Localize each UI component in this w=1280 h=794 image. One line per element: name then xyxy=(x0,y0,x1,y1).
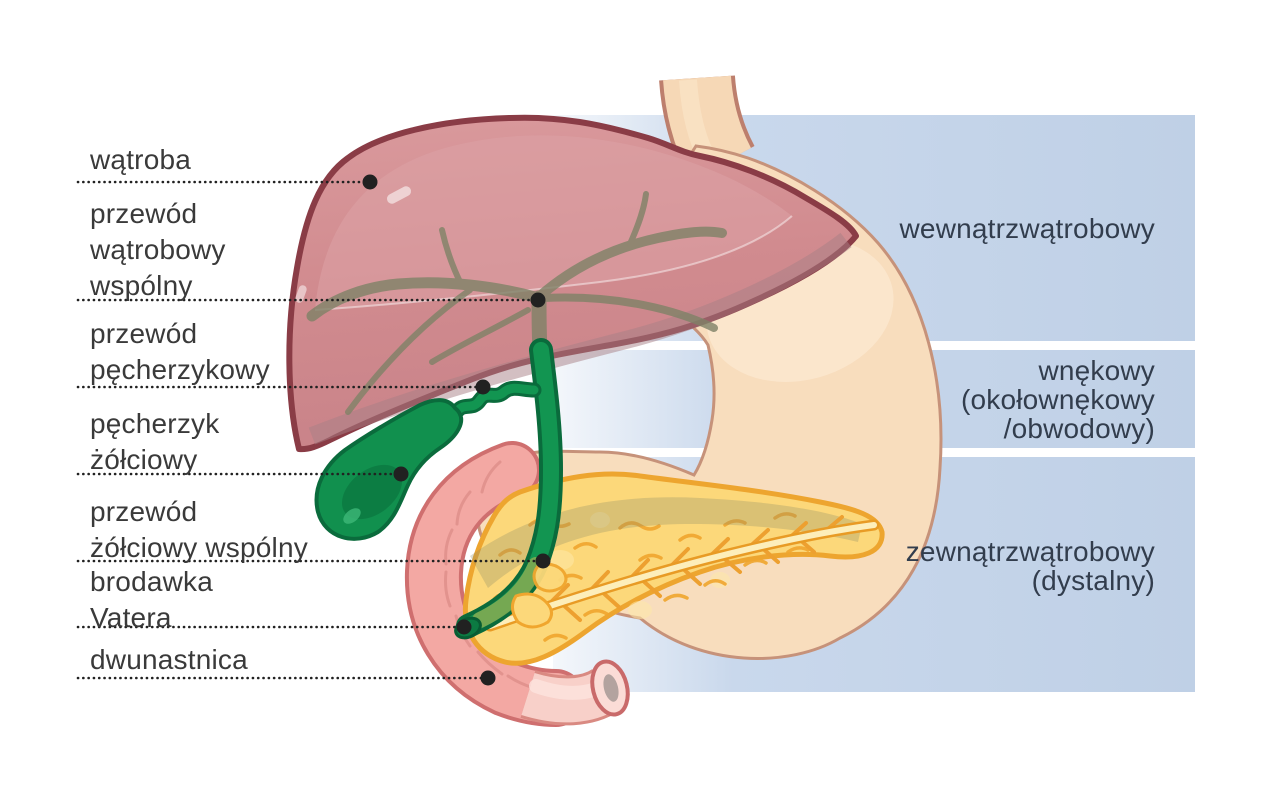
liver-glint xyxy=(386,186,412,204)
pancreas xyxy=(462,471,885,666)
gallbladder-shade xyxy=(341,464,403,520)
label-pecherzyk-zolciowy: pęcherzyk żółciowy xyxy=(90,408,220,475)
label-dwunastnica: dwunastnica xyxy=(90,644,248,675)
duodenum-wall xyxy=(408,445,581,723)
label-watroba: wątroba xyxy=(90,144,192,175)
liver-sheen xyxy=(315,135,792,310)
band-label-wnekowy: wnękowy (okołownękowy /obwodowy) xyxy=(960,355,1155,444)
bile-ducts xyxy=(314,338,564,638)
label-przewod-pecherzykowy: przewód pęcherzykowy xyxy=(90,318,270,385)
liver-inferior-margin xyxy=(308,232,852,445)
gallbladder-highlight xyxy=(343,508,361,524)
liver-glint xyxy=(295,285,307,303)
leader-dots xyxy=(362,174,551,686)
liver-sheen-line xyxy=(314,215,793,311)
pancreatic-duct xyxy=(484,515,880,632)
band-label-wewnatrzwatrobowy: wewnątrzwątrobowy xyxy=(899,213,1155,244)
leader-lines xyxy=(76,180,545,680)
label-przewod-zolciowy-wspolny: przewód żółciowy wspólny xyxy=(90,496,308,563)
band-label-zewnatrzwatrobowy: zewnątrzwątrobowy (dystalny) xyxy=(905,536,1155,596)
label-brodawka-vatera: brodawka Vatera xyxy=(90,566,214,633)
duodenum xyxy=(404,441,630,727)
liver xyxy=(286,114,859,453)
pancreas-head-overlap xyxy=(511,562,568,629)
label-przewod-watrobowy-wspolny: przewód wątrobowy wspólny xyxy=(90,198,226,301)
pancreas-lobule-highlights xyxy=(493,512,730,619)
cystic-duct xyxy=(450,383,539,419)
intrapancreatic-shadow xyxy=(470,497,862,588)
jejunum-lumen xyxy=(603,674,619,702)
jejunum-sheen xyxy=(529,679,603,700)
